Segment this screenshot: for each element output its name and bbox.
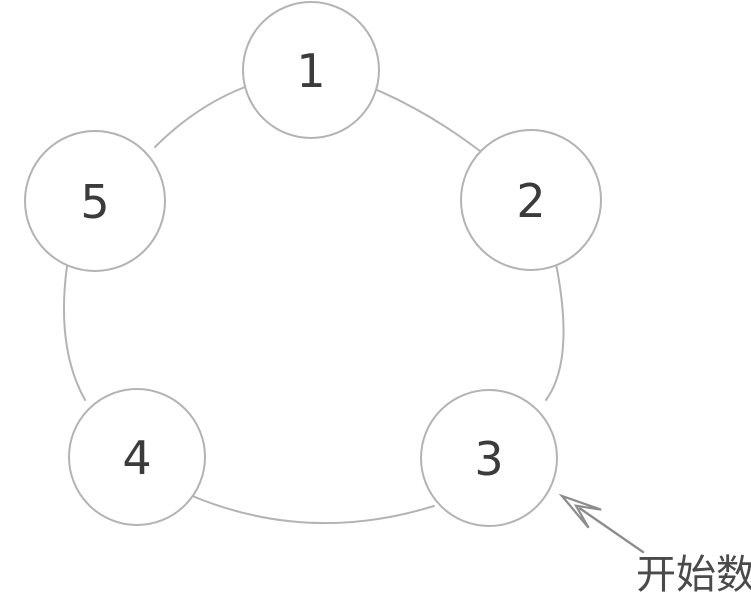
- node-4-label: 4: [122, 431, 151, 485]
- node-group: 1 2 3 4 5: [24, 1, 602, 527]
- node-1-label: 1: [296, 44, 325, 98]
- annotation-arrow-head: [558, 493, 602, 529]
- start-number-annotation: 开始数: [558, 493, 751, 598]
- edge-group: [63, 86, 565, 525]
- edge-4-to-5: [63, 265, 86, 401]
- annotation-arrow-shaft: [578, 507, 645, 554]
- node-4[interactable]: 4: [68, 388, 206, 526]
- node-5-circle[interactable]: [24, 130, 166, 272]
- edge-5-to-1: [154, 86, 246, 148]
- node-1[interactable]: 1: [242, 1, 380, 139]
- annotation-label: 开始数: [636, 552, 751, 598]
- node-3-circle[interactable]: [420, 389, 558, 527]
- node-2-circle[interactable]: [460, 129, 602, 271]
- node-5-label: 5: [80, 175, 109, 229]
- node-5[interactable]: 5: [24, 130, 166, 272]
- node-3-label: 3: [474, 432, 503, 486]
- node-2-label: 2: [516, 174, 545, 228]
- node-1-circle[interactable]: [242, 1, 380, 139]
- node-3[interactable]: 3: [420, 389, 558, 527]
- node-4-circle[interactable]: [68, 388, 206, 526]
- edge-1-to-2: [376, 89, 481, 152]
- edge-3-to-4: [189, 494, 435, 525]
- edge-2-to-3: [545, 263, 565, 401]
- node-2[interactable]: 2: [460, 129, 602, 271]
